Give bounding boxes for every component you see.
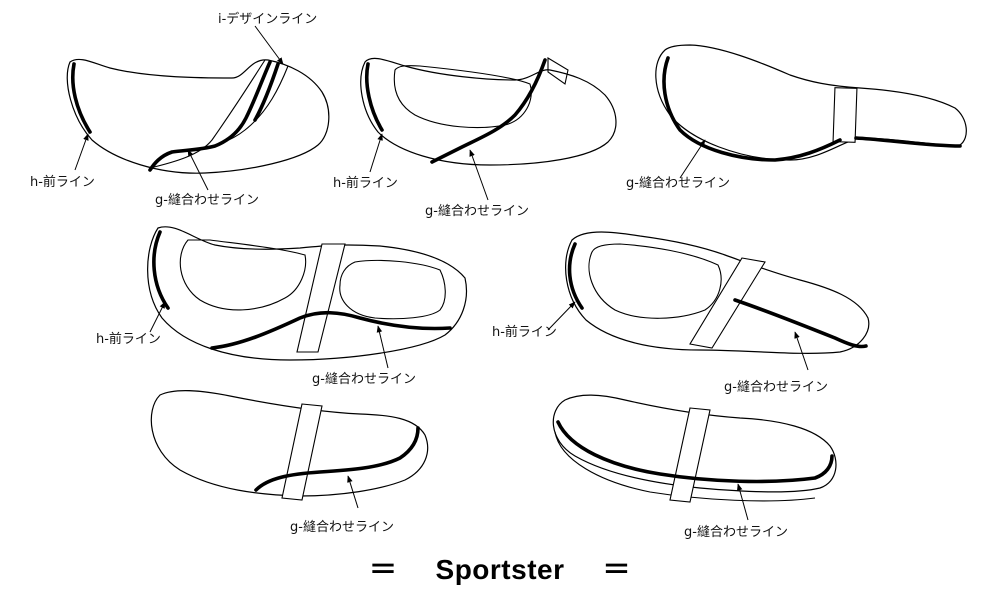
seat-3-seam-line	[662, 56, 842, 162]
model-title: ＝ Sportster ＝	[0, 548, 1000, 588]
seat-5-front-line	[567, 242, 584, 310]
seat-4-seam-line-label: g-縫合わせライン	[312, 372, 416, 387]
seat-1-design-line	[253, 62, 280, 122]
seat-4-front-line	[152, 230, 170, 310]
seat-1-drawing	[66, 25, 330, 191]
seat-5-seam-line-label: g-縫合わせライン	[724, 380, 828, 395]
title-right-mark: ＝	[602, 554, 631, 585]
title-text: Sportster	[435, 554, 565, 585]
seat-2-front-line	[364, 62, 384, 132]
seat-4-front-line-label: h-前ライン	[96, 332, 161, 347]
seat-4-seam-line	[210, 310, 452, 350]
seat-1-seam-line-label: g-縫合わせライン	[155, 193, 259, 208]
seat-7-seam-line	[556, 420, 834, 484]
seat-6-drawing	[150, 389, 429, 509]
seat-6-seam-line-label: g-縫合わせライン	[290, 520, 394, 535]
seat-2-seam-line-label: g-縫合わせライン	[425, 204, 529, 219]
seat-1-front-line	[70, 62, 92, 134]
seat-7-drawing	[552, 394, 837, 521]
seat-3-drawing	[655, 44, 967, 179]
seat-2-drawing	[360, 57, 617, 201]
seat-3-seam-line-label: g-縫合わせライン	[626, 176, 730, 191]
seat-1-design-line-label: i-デザインライン	[218, 12, 318, 27]
seat-4-drawing	[147, 226, 468, 369]
title-left-mark: ＝	[369, 554, 398, 585]
seat-1-front-line-label: h-前ライン	[30, 175, 95, 190]
seat-1-seam-line	[148, 60, 272, 172]
seat-7-seam-line-label: g-縫合わせライン	[684, 525, 788, 540]
seat-2-seam-line	[430, 58, 547, 164]
seat-6-seam-line	[254, 426, 420, 492]
seat-5-drawing	[547, 231, 870, 371]
seat-2-front-line-label: h-前ライン	[333, 176, 398, 191]
seat-5-seam-line	[733, 298, 868, 349]
seat-5-front-line-label: h-前ライン	[492, 325, 557, 340]
